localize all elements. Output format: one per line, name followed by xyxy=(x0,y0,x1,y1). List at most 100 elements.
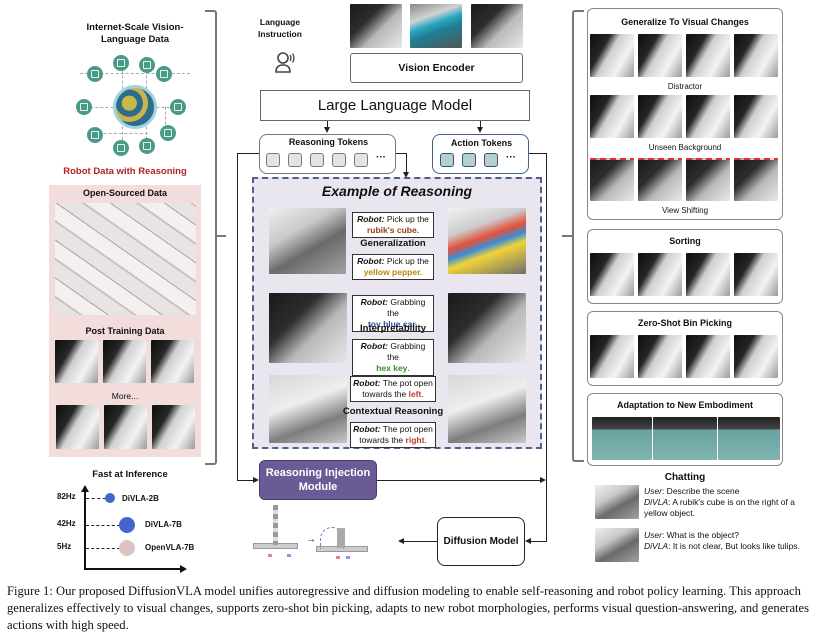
document-icon xyxy=(160,125,176,141)
robot-instruction-box: Robot: The pot open towards the right. xyxy=(350,422,436,448)
chat-message: User: What is the object? DiVLA: It is n… xyxy=(644,530,800,551)
arrowhead xyxy=(477,127,483,133)
left-bracket xyxy=(205,10,217,465)
arrow-llm-to-reasoning xyxy=(327,121,329,128)
action-right-line-h xyxy=(529,153,547,155)
category-label: Generalization xyxy=(360,238,426,249)
bin-picking-photo xyxy=(734,335,778,378)
background-photo xyxy=(638,95,682,138)
robot-instruction-box: Robot: Grabbing the hex key. xyxy=(352,339,434,376)
vision-encoder-box: Vision Encoder xyxy=(350,53,523,83)
arrowhead xyxy=(398,538,404,544)
distractor-photo xyxy=(638,34,682,77)
background-photo xyxy=(686,95,730,138)
language-instruction-label: Language Instruction xyxy=(258,17,302,39)
reasoning-token xyxy=(266,153,280,167)
arrow-llm-to-action xyxy=(480,121,482,128)
ellipsis: ··· xyxy=(376,152,386,163)
robot-instruction-box: Robot: The pot open towards the left. xyxy=(350,376,436,402)
fast-inference-title: Fast at Inference xyxy=(92,469,168,480)
freq-label: 42Hz xyxy=(57,519,76,528)
arrowhead xyxy=(525,538,531,544)
y-axis-arrowhead xyxy=(81,485,89,492)
reasoning-token xyxy=(310,153,324,167)
action-tokens-label: Action Tokens xyxy=(450,138,513,148)
arrowhead xyxy=(540,477,546,483)
distractor-photo xyxy=(686,34,730,77)
action-right-line-v xyxy=(546,153,548,541)
action-token xyxy=(484,153,498,167)
distractor-photo xyxy=(590,34,634,77)
post-training-photo xyxy=(104,405,147,449)
reasoning-token xyxy=(332,153,346,167)
category-label: Contextual Reasoning xyxy=(342,406,444,417)
background-photo xyxy=(590,95,634,138)
bin-picking-title: Zero-Shot Bin Picking xyxy=(637,318,732,328)
document-icon xyxy=(76,99,92,115)
visual-changes-title: Generalize To Visual Changes xyxy=(621,17,749,27)
bin-picking-photo xyxy=(638,335,682,378)
robot-instruction-box: Robot: Grabbing the toy blue car. xyxy=(352,295,434,332)
reasoning-left-line-v xyxy=(237,153,239,480)
internet-data-title: Internet-Scale Vision-Language Data xyxy=(86,22,184,45)
post-training-photo xyxy=(56,405,99,449)
example-photo xyxy=(269,375,347,443)
more-label: More... xyxy=(111,391,139,401)
reasoning-right-line-h xyxy=(396,153,407,155)
freq-dash xyxy=(86,525,120,526)
observation-image xyxy=(471,4,523,48)
action-token xyxy=(440,153,454,167)
example-of-reasoning-panel: Example of Reasoning Robot: Pick up the … xyxy=(252,177,542,449)
reasoning-injection-module: Reasoning Injection Module xyxy=(259,460,377,500)
action-tokens-box: Action Tokens ··· xyxy=(432,134,529,174)
example-photo xyxy=(448,293,526,363)
distractor-label: Distractor xyxy=(667,82,703,91)
y-axis xyxy=(84,490,86,570)
x-axis xyxy=(84,568,180,570)
view-shift-photo xyxy=(638,158,682,201)
category-label: Interpretability xyxy=(360,323,426,334)
llm-box: Large Language Model xyxy=(260,90,530,121)
x-axis-arrowhead xyxy=(180,565,187,573)
post-training-photo xyxy=(151,340,194,383)
action-token xyxy=(462,153,476,167)
reasoning-left-line-h xyxy=(237,153,259,155)
action-to-diffusion-line xyxy=(531,541,547,543)
example-photo xyxy=(448,208,526,274)
right-bracket xyxy=(572,10,584,462)
document-icon xyxy=(113,55,129,71)
document-icon xyxy=(87,127,103,143)
globe-icon xyxy=(113,85,157,129)
arrowhead xyxy=(324,127,330,133)
post-training-photo xyxy=(55,340,98,383)
example-photo xyxy=(269,293,347,363)
embodiment-title: Adaptation to New Embodiment xyxy=(617,400,753,410)
document-icon xyxy=(156,66,172,82)
post-training-photo xyxy=(103,340,146,383)
document-icon xyxy=(139,57,155,73)
open-sourced-collage xyxy=(55,203,196,315)
post-training-photo xyxy=(152,405,195,449)
freq-label: 82Hz xyxy=(57,492,76,501)
reasoning-to-rim-line xyxy=(237,480,254,482)
visual-changes-panel: Generalize To Visual Changes Distractor … xyxy=(587,8,783,220)
document-icon xyxy=(87,66,103,82)
embodiment-photo xyxy=(653,417,717,460)
diffusion-model-box: Diffusion Model xyxy=(437,517,525,566)
example-title: Example of Reasoning xyxy=(321,183,473,199)
sorting-photo xyxy=(734,253,778,296)
distractor-photo xyxy=(734,34,778,77)
bin-picking-photo xyxy=(590,335,634,378)
figure-caption: Figure 1: Our proposed DiffusionVLA mode… xyxy=(7,584,810,632)
freq-dash xyxy=(86,498,106,499)
freq-label: 5Hz xyxy=(57,542,72,551)
embodiment-panel: Adaptation to New Embodiment xyxy=(587,393,783,466)
right-bracket-tick xyxy=(562,235,572,237)
document-icon xyxy=(170,99,186,115)
robot-instruction-box: Robot: Pick up the rubik's cube. xyxy=(352,212,434,238)
ellipsis: ··· xyxy=(506,152,516,163)
bin-picking-photo xyxy=(686,335,730,378)
reasoning-right-line-v xyxy=(406,153,408,173)
model-label: DiVLA-7B xyxy=(145,520,182,529)
observation-image xyxy=(410,4,462,48)
